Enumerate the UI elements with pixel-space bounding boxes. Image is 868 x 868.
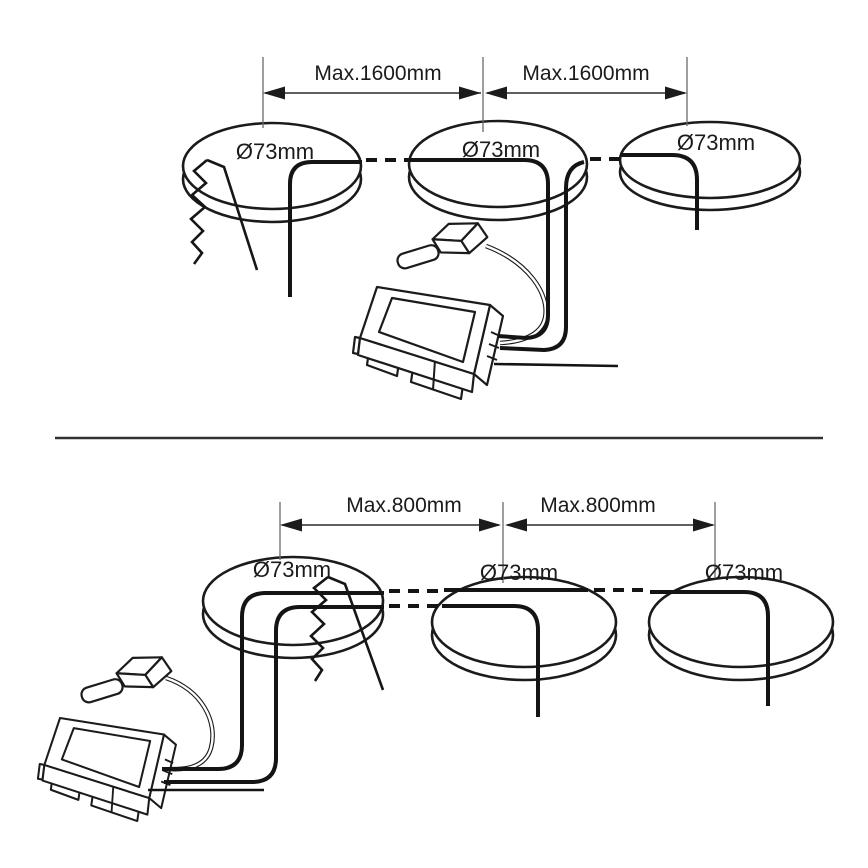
cable-driver-up-line1 xyxy=(162,591,384,771)
hole-diameter-label: Ø73mm xyxy=(462,137,540,162)
disc-face xyxy=(430,575,618,669)
disc-face xyxy=(407,119,589,209)
tear-edge xyxy=(206,158,259,271)
cable-disc3-drop xyxy=(650,590,770,706)
arrowhead-right xyxy=(665,86,687,100)
cable-disc2-drop xyxy=(442,604,540,717)
tear-zigzag xyxy=(189,159,208,265)
cable-driver-up-line2 xyxy=(164,605,384,784)
dimension-label: Max.1600mm xyxy=(522,62,649,85)
dimension-label: Max.800mm xyxy=(346,494,462,517)
ceiling-tear xyxy=(309,575,385,691)
dimension-annotation: Max.1600mm Max.1600mm xyxy=(262,57,688,132)
arrowhead-left xyxy=(505,518,527,532)
plug-wire xyxy=(485,243,548,346)
plug-connector xyxy=(74,647,176,710)
hole-diameter-label: Ø73mm xyxy=(236,139,314,164)
cutout-disc-3 xyxy=(647,575,835,682)
mains-lead xyxy=(493,362,619,368)
disc-face xyxy=(647,575,835,669)
tear-zigzag xyxy=(309,575,329,682)
arrowhead-left xyxy=(263,86,285,100)
arrowhead-left xyxy=(485,86,507,100)
driver-box xyxy=(351,285,505,401)
ceiling-tear xyxy=(189,158,259,271)
cutout-disc-2 xyxy=(407,119,589,222)
cable-disc3-drop xyxy=(620,153,699,230)
arrowhead-left xyxy=(280,518,302,532)
disc-face xyxy=(201,555,385,647)
disc-face xyxy=(181,121,363,211)
dimension-label: Max.800mm xyxy=(540,494,656,517)
cable-disc2-to-driver xyxy=(410,158,550,341)
hole-diameter-label: Ø73mm xyxy=(677,130,755,155)
dimension-label: Max.1600mm xyxy=(314,62,441,85)
cable-disc2-to-driver-2 xyxy=(499,160,585,353)
dimension-annotation: Max.800mm Max.800mm xyxy=(279,494,716,583)
cable-runs xyxy=(288,153,699,368)
hole-diameter-label: Ø73mm xyxy=(705,560,783,585)
cable-runs xyxy=(148,588,770,792)
plug-connector xyxy=(390,213,492,276)
tear-edge xyxy=(327,575,385,691)
arrowhead-right xyxy=(459,86,481,100)
driver-box xyxy=(36,716,177,823)
hole-diameter-label: Ø73mm xyxy=(253,557,331,582)
bottom-diagram: Max.800mm Max.800mm Ø73mm xyxy=(36,494,835,823)
arrowhead-right xyxy=(693,518,715,532)
cutout-disc-1 xyxy=(181,121,363,224)
top-diagram: Max.1600mm Max.1600mm Ø73mm Ø73mm Ø7 xyxy=(181,57,802,401)
hole-diameter-label: Ø73mm xyxy=(480,560,558,585)
arrowhead-right xyxy=(479,518,501,532)
cutout-disc-2 xyxy=(430,575,618,682)
cable-disc1-drop xyxy=(288,160,362,297)
